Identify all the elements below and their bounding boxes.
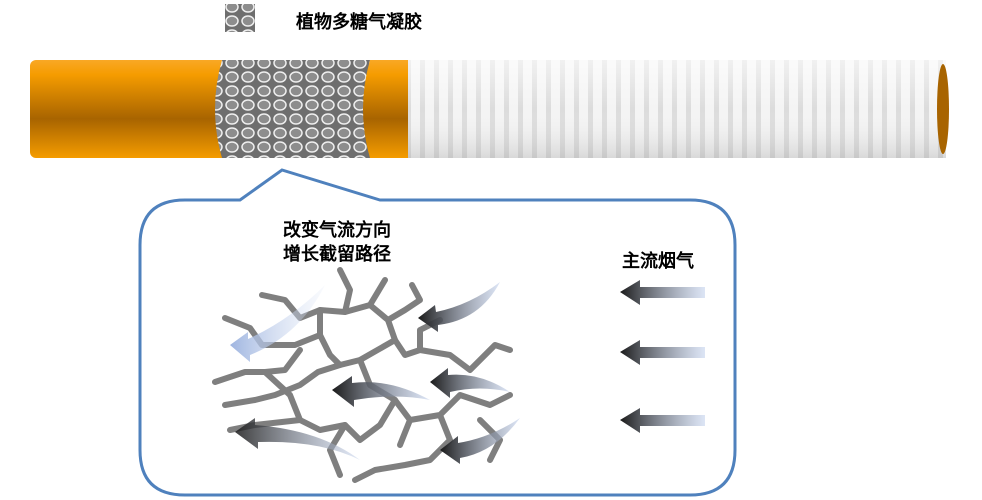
callout-line-2: 增长截留路径	[283, 244, 391, 265]
rod-end	[937, 64, 949, 154]
airflow-arrows	[230, 280, 705, 464]
curved-flow-arrow-icon	[230, 285, 325, 362]
callout-bubble	[138, 168, 737, 497]
cigarette	[30, 60, 949, 158]
aerogel-texture-icon	[225, 4, 255, 32]
callout-line-1: 改变气流方向	[283, 220, 391, 241]
aerogel-network	[212, 267, 513, 483]
curved-flow-arrow-icon	[430, 368, 510, 398]
smoke-arrow-icon	[620, 340, 705, 365]
curved-flow-arrow-icon	[440, 418, 520, 464]
curved-flow-arrow-icon	[235, 418, 360, 460]
smoke-arrow-icon	[620, 408, 705, 433]
aerogel-segment	[215, 60, 370, 158]
mainstream-smoke-label: 主流烟气	[622, 251, 694, 272]
smoke-arrow-icon	[620, 280, 705, 305]
curved-flow-arrow-icon	[418, 282, 500, 332]
curved-flow-arrow-icon	[332, 376, 430, 407]
aerogel-legend-label: 植物多糖气凝胶	[296, 12, 422, 33]
